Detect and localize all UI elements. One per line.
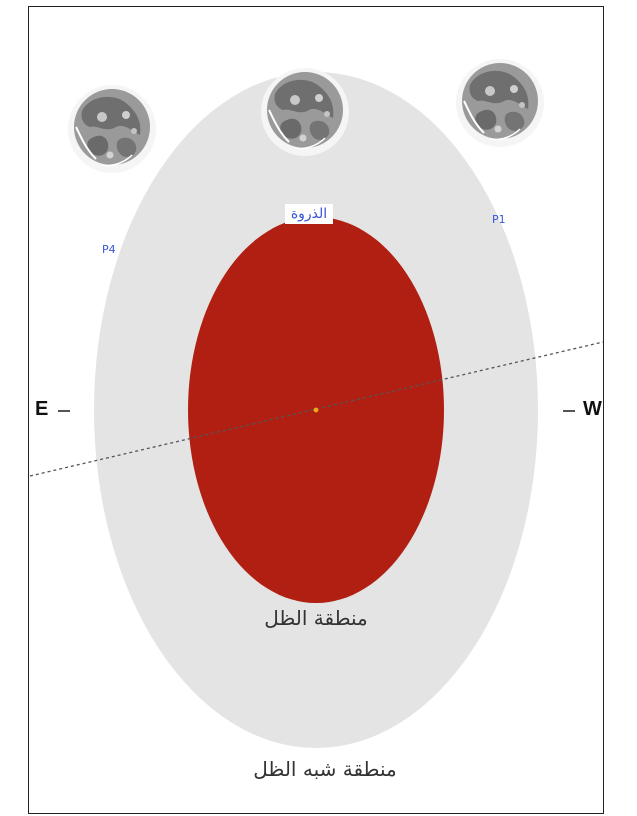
east-label: E: [35, 398, 49, 420]
moon-icon: [67, 84, 157, 174]
peak-moon-label: الذروة: [285, 204, 333, 224]
p1-moon-label: P1: [492, 213, 506, 226]
center-dot: [313, 407, 319, 413]
umbra-zone-label: منطقة الظل: [264, 606, 368, 630]
moon-icon: [455, 58, 545, 148]
penumbra-zone-label: منطقة شبه الظل: [253, 757, 397, 781]
west-label: W: [583, 398, 602, 420]
west-tick: [563, 410, 575, 412]
moon-icon: [260, 67, 350, 157]
east-tick: [58, 410, 70, 412]
p4-moon-label: P4: [102, 243, 116, 256]
